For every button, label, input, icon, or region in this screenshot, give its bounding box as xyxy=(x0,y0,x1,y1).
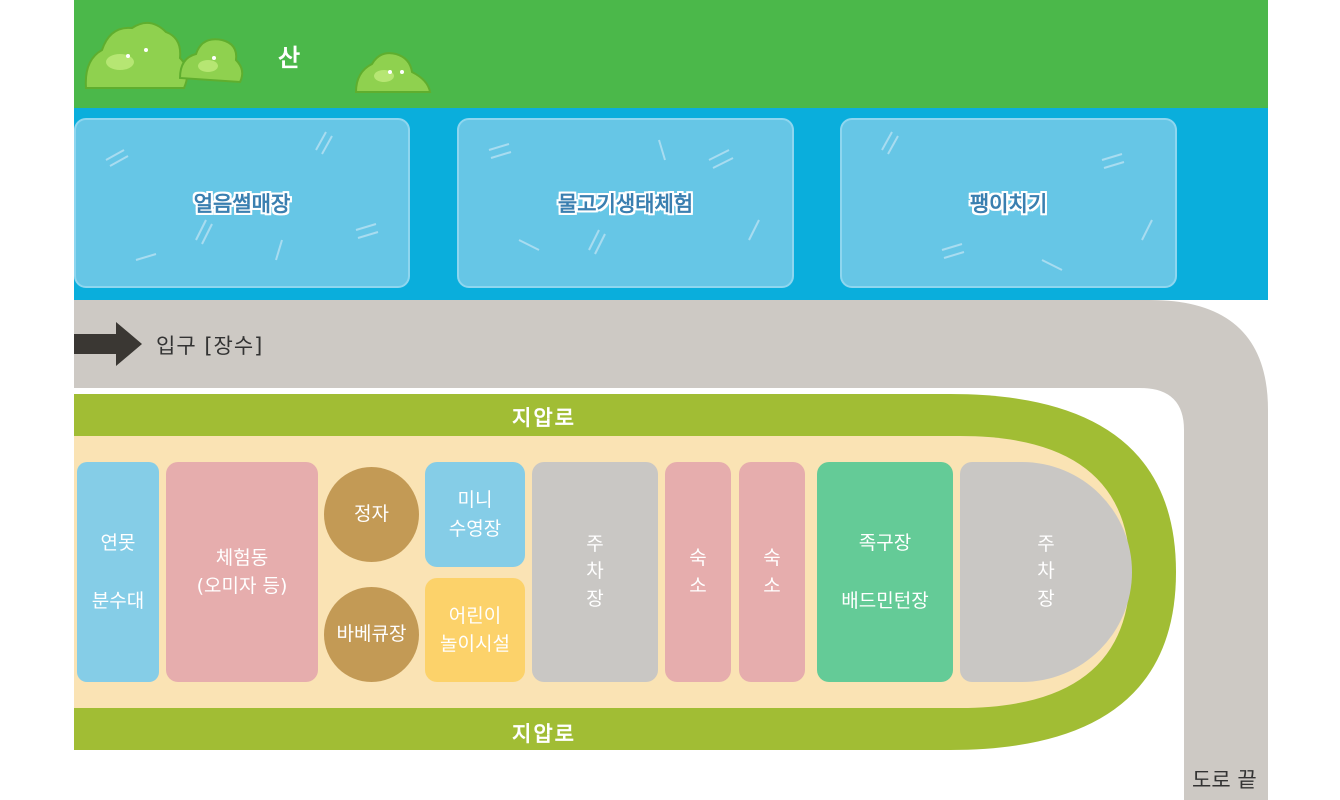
pond-fountain[interactable]: 연못 분수대 xyxy=(77,462,159,682)
spinning-top-label: 팽이치기 xyxy=(969,192,1048,216)
lodging-2-char-2: 소 xyxy=(763,575,781,597)
foot-path-top-label: 지압로 xyxy=(512,406,576,430)
playground-label-1: 어린이 xyxy=(448,604,502,627)
experience-hall-label: 체험동 xyxy=(215,546,269,569)
ice-sled-label: 얼음썰매장 xyxy=(193,192,291,216)
jokgu-label: 족구장 xyxy=(858,531,912,554)
spinning-top-area[interactable]: 팽이치기 xyxy=(840,118,1177,288)
experience-hall[interactable]: 체험동 (오미자 등) xyxy=(166,462,318,682)
lodging-1-char-2: 소 xyxy=(689,575,707,597)
ice-texture xyxy=(488,139,760,255)
experience-hall-sublabel: (오미자 등) xyxy=(196,575,288,597)
ice-texture xyxy=(105,131,379,261)
parking-lot-1[interactable]: 주 차 장 xyxy=(532,462,658,682)
bbq-label: 바베큐장 xyxy=(336,623,407,646)
sports-court[interactable]: 족구장 배드민턴장 xyxy=(817,462,953,682)
parking-2-char-3: 장 xyxy=(1037,587,1055,610)
foot-path-bottom-label: 지압로 xyxy=(512,722,576,746)
road-end-label: 도로 끝 xyxy=(1192,768,1257,792)
lodging-1-char-1: 숙 xyxy=(689,546,707,569)
parking-2-char-1: 주 xyxy=(1037,532,1055,555)
mountain-trees-icon xyxy=(84,21,432,93)
pond-label: 연못 xyxy=(100,531,136,554)
fish-ecology-area[interactable]: 물고기생태체험 xyxy=(457,118,794,288)
mountain-area xyxy=(74,0,1268,108)
mini-pool-label-1: 미니 xyxy=(457,489,493,511)
playground-label-2: 놀이시설 xyxy=(440,633,510,655)
parking-1-char-3: 장 xyxy=(586,587,604,610)
parking-2-char-2: 차 xyxy=(1037,560,1055,583)
pavilion[interactable]: 정자 xyxy=(324,467,419,562)
lodging-2[interactable]: 숙 소 xyxy=(739,462,805,682)
parking-1-char-2: 차 xyxy=(586,560,604,583)
bbq-area[interactable]: 바베큐장 xyxy=(324,587,419,682)
mini-pool[interactable]: 미니 수영장 xyxy=(425,462,525,567)
lodging-2-char-1: 숙 xyxy=(763,546,781,569)
road xyxy=(74,300,1268,800)
mini-pool-label-2: 수영장 xyxy=(448,517,502,540)
entrance-label: 입구 [장수] xyxy=(156,334,264,358)
fountain-label: 분수대 xyxy=(91,590,145,612)
parking-1-char-1: 주 xyxy=(586,532,604,555)
mountain-label: 산 xyxy=(278,44,301,72)
badminton-label: 배드민턴장 xyxy=(841,590,929,612)
fish-ecology-label: 물고기생태체험 xyxy=(557,192,694,216)
entrance-arrow-icon xyxy=(74,322,142,366)
playground[interactable]: 어린이 놀이시설 xyxy=(425,578,525,682)
pavilion-label: 정자 xyxy=(354,503,389,526)
parking-lot-2[interactable]: 주 차 장 xyxy=(960,462,1132,682)
ice-texture xyxy=(881,131,1153,271)
ice-sled-area[interactable]: 얼음썰매장 xyxy=(74,118,410,288)
lodging-1[interactable]: 숙 소 xyxy=(665,462,731,682)
